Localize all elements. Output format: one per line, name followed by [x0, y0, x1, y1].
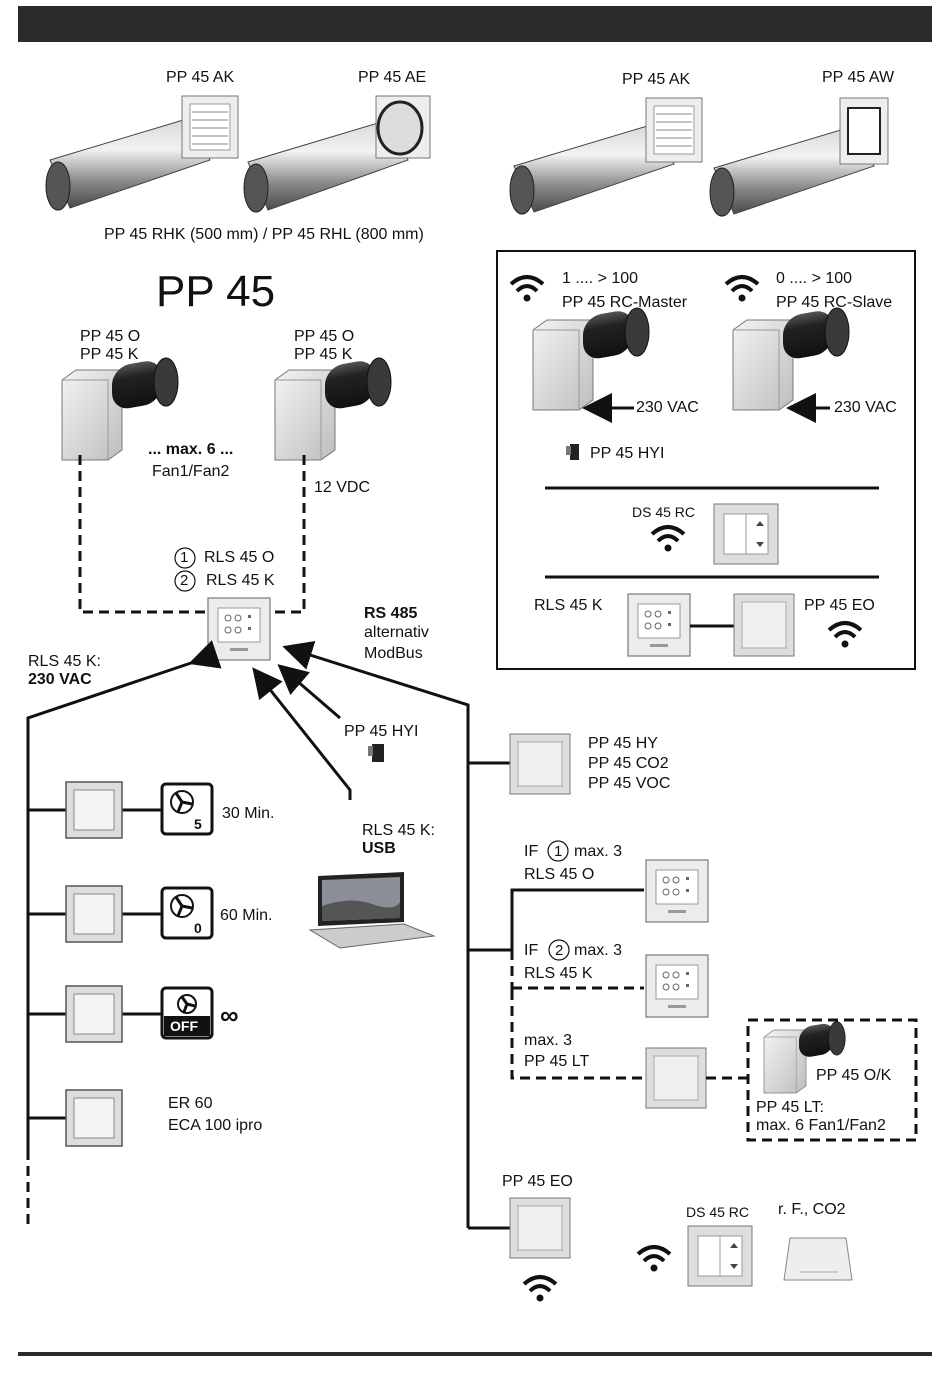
vac-left: 230 VAC: [636, 399, 699, 416]
fan-right-line1: PP 45 O: [294, 328, 355, 345]
pipe-ak-right: [509, 97, 703, 215]
fan-icon-30-num: 5: [194, 816, 202, 832]
circle-1: [174, 547, 196, 569]
rls-o-label: RLS 45 O: [204, 549, 275, 566]
fan-left-line2: PP 45 K: [80, 346, 139, 363]
switch-1: [65, 781, 123, 839]
box-hyi-label: PP 45 HYI: [590, 445, 665, 462]
pipe-ae: [243, 95, 431, 213]
rs485-label: RS 485: [364, 605, 418, 622]
fan-icon-off: [160, 986, 214, 1040]
branch-o-num: 1: [554, 843, 563, 860]
rls-power-2: 230 VAC: [28, 671, 92, 688]
bottom-ds-label: DS 45 RC: [686, 1204, 750, 1220]
branch-o-if: IF: [524, 843, 539, 860]
fan-right-line2: PP 45 K: [294, 346, 353, 363]
lt-line1: PP 45 LT:: [756, 1099, 824, 1116]
switch-3-label: ∞: [220, 1000, 239, 1030]
master-range: 1 .... > 100: [562, 270, 639, 287]
hyi-sensor-icon: [368, 744, 384, 762]
lt-fan-label: PP 45 O/K: [816, 1067, 892, 1084]
fan-icon-off-text: OFF: [170, 1018, 198, 1034]
fan-left-line1: PP 45 O: [80, 328, 141, 345]
ds-45-rc-box: [713, 503, 779, 565]
switch-2: [65, 885, 123, 943]
fan-icon-30: [160, 782, 214, 836]
rs485-modbus: ModBus: [364, 645, 423, 662]
system-title: PP 45: [156, 267, 276, 316]
header-bar: [18, 6, 932, 42]
lt-box: [746, 1018, 918, 1142]
label-pp45aw: PP 45 AW: [822, 69, 895, 86]
ds-45-rc-bottom: [687, 1225, 753, 1287]
sensor-line1: PP 45 HY: [588, 735, 658, 752]
rls-45-k-box-controller: [627, 593, 691, 657]
label-pp45ak-1: PP 45 AK: [166, 69, 235, 86]
fan-icon-60: [160, 886, 214, 940]
switch-2-label: 60 Min.: [220, 907, 273, 924]
box-rls-label: RLS 45 K: [534, 597, 603, 614]
sensor-line2: PP 45 CO2: [588, 755, 669, 772]
slave-range: 0 .... > 100: [776, 270, 853, 287]
room-sensor: [783, 1237, 853, 1281]
branch-lt-max: max. 3: [524, 1032, 573, 1049]
sensor-box: [468, 733, 571, 795]
usb-label-1: RLS 45 K:: [362, 822, 435, 839]
bottom-sensor-label: r. F., CO2: [778, 1201, 846, 1218]
rls-k-label: RLS 45 K: [206, 572, 275, 589]
circle-2-num: 2: [180, 572, 189, 589]
switch-4: [65, 1089, 123, 1147]
bottom-eo-label: PP 45 EO: [502, 1173, 573, 1190]
circle-2: [174, 570, 196, 592]
switch-3: [65, 985, 123, 1043]
branch-o-name: RLS 45 O: [524, 866, 595, 883]
branch-k-num: 2: [555, 942, 564, 959]
label-pp45ae: PP 45 AE: [358, 69, 427, 86]
slave-label: PP 45 RC-Slave: [776, 294, 893, 311]
rs485-alt: alternativ: [364, 624, 429, 641]
branch-k-name: RLS 45 K: [524, 965, 593, 982]
fan-icon-60-num: 0: [194, 920, 202, 936]
branch-k-if: IF: [524, 942, 539, 959]
lt-line2: max. 6 Fan1/Fan2: [756, 1117, 886, 1134]
circle-1-num: 1: [180, 549, 189, 566]
branch-o-max: max. 3: [574, 843, 623, 860]
sensor-line3: PP 45 VOC: [588, 775, 671, 792]
box-eo-label: PP 45 EO: [804, 597, 875, 614]
rls-45-o-controller: [645, 859, 709, 923]
radio-box: [496, 250, 916, 670]
branch-k-max: max. 3: [574, 942, 623, 959]
pipe-ak-left: [45, 95, 239, 211]
usb-label-2: USB: [362, 840, 396, 857]
switch-1-label: 30 Min.: [222, 805, 275, 822]
box-ds-label: DS 45 RC: [632, 504, 696, 520]
branch-lt-name: PP 45 LT: [524, 1053, 590, 1070]
pipe-caption: PP 45 RHK (500 mm) / PP 45 RHL (800 mm): [104, 226, 424, 243]
rls-power-1: RLS 45 K:: [28, 653, 101, 670]
vac-right: 230 VAC: [834, 399, 897, 416]
fan-unit-right: [274, 357, 392, 461]
max-fans-label: ... max. 6 ...: [148, 441, 234, 458]
vdc-label: 12 VDC: [314, 479, 371, 496]
rls-45-k-controller: [645, 954, 709, 1018]
switch-4-label-1: ER 60: [168, 1095, 213, 1112]
central-controller: [207, 597, 271, 661]
hyi-label: PP 45 HYI: [344, 723, 419, 740]
fan-pair-label: Fan1/Fan2: [152, 463, 230, 480]
master-label: PP 45 RC-Master: [562, 294, 688, 311]
pipe-aw: [709, 97, 889, 217]
label-pp45ak-2: PP 45 AK: [622, 71, 691, 88]
footer-rule: [18, 1352, 932, 1356]
laptop: [308, 872, 436, 949]
switch-4-label-2: ECA 100 ipro: [168, 1117, 263, 1134]
